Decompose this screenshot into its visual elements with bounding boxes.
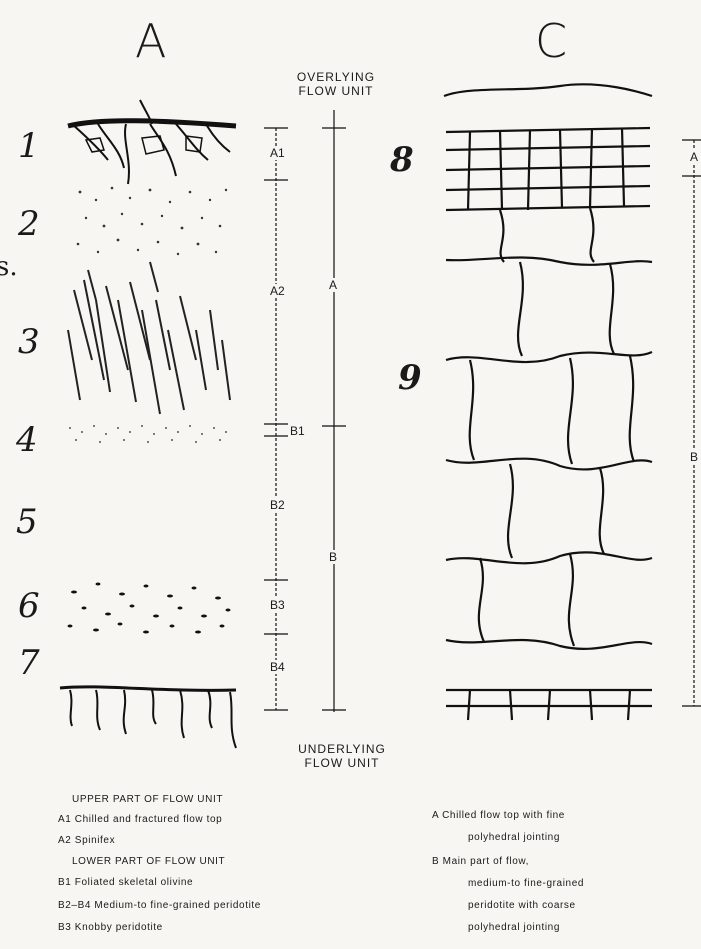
legend-c-b-line3: peridotite with coarse bbox=[468, 900, 576, 911]
legend-c-a-line2: polyhedral jointing bbox=[468, 832, 560, 843]
legend-c-a-line1: A Chilled flow top with fine bbox=[432, 810, 565, 821]
legend-c-b-line1: B Main part of flow, bbox=[432, 856, 529, 867]
legend-c-b-line4: polyhedral jointing bbox=[468, 922, 560, 933]
legend-c-b-line2: medium-to fine-grained bbox=[468, 878, 584, 889]
